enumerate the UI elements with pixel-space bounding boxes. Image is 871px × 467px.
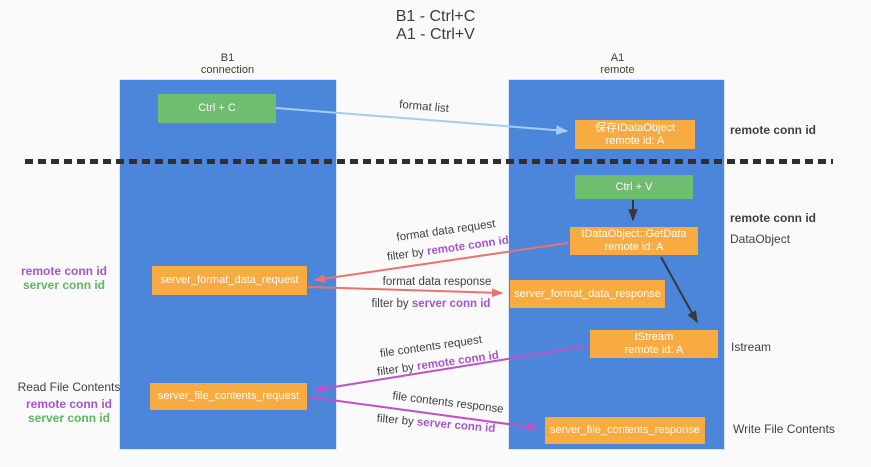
dataobject-label: DataObject [730, 232, 791, 246]
node-ctrl-c: Ctrl + C [158, 94, 276, 123]
lane-a1-subtitle: remote [600, 64, 635, 76]
node-server-file-contents-request-label: server_file_contents_request [157, 390, 300, 402]
label-file-contents-response: file contents response [391, 390, 505, 416]
lane-b1-name: B1 [220, 52, 235, 64]
node-istream: IStream remote id: A [590, 330, 718, 358]
server-conn-id-text-2: server conn id [416, 416, 496, 436]
filter-by-text-2: filter by [371, 298, 409, 310]
left-remote-conn-id-2: remote conn id [25, 397, 112, 411]
lane-header-b1: B1 connection [160, 52, 295, 76]
write-file-contents-label: Write File Contents [733, 422, 835, 436]
left-file-block: Read File Contents remote conn id server… [14, 380, 124, 425]
node-ctrl-v-label: Ctrl + V [615, 180, 653, 193]
left-conn-id-block-1: remote conn id server conn id [10, 264, 118, 292]
right-remote-conn-id-2: remote conn id [730, 211, 817, 225]
filter-by-text-1: filter by [386, 246, 425, 264]
node-server-file-contents-request: server_file_contents_request [150, 383, 307, 410]
lane-a1-name: A1 [610, 52, 625, 64]
lane-b1-subtitle: connection [200, 64, 255, 76]
node-ctrl-c-label: Ctrl + C [198, 102, 236, 114]
right-remote-conn-id-1: remote conn id [730, 123, 817, 137]
node-server-format-data-request: server_format_data_request [152, 266, 307, 295]
left-remote-conn-id-1: remote conn id [20, 264, 107, 278]
node-getdata-line2: remote id: A [604, 241, 664, 253]
node-server-format-data-response-label: server_format_data_response [514, 287, 661, 300]
dashed-divider [25, 159, 833, 164]
title-line-2: A1 - Ctrl+V [396, 26, 475, 43]
label-format-list: format list [398, 98, 450, 116]
node-save-idataobject-line2: remote id: A [605, 134, 665, 147]
filter-by-text-3: filter by [376, 361, 415, 379]
node-save-idataobject-line1: 保存IDataObject [594, 121, 676, 134]
node-getdata-line1: IDataObject::GetData [581, 228, 687, 240]
istream-label: Istream [731, 340, 772, 354]
node-server-file-contents-response: server_file_contents_response [545, 417, 705, 444]
filter-by-text-4: filter by [376, 412, 415, 429]
left-server-conn-id-1: server conn id [22, 278, 106, 292]
node-save-idataobject: 保存IDataObject remote id: A [575, 120, 695, 149]
read-file-contents-label: Read File Contents [17, 380, 121, 394]
node-istream-line2: remote id: A [624, 344, 684, 356]
server-conn-id-text-1: server conn id [411, 298, 491, 310]
node-server-file-contents-response-label: server_file_contents_response [550, 424, 700, 436]
node-server-format-data-response: server_format_data_response [510, 280, 665, 308]
diagram-title: B1 - Ctrl+C A1 - Ctrl+V [0, 8, 871, 44]
title-line-1: B1 - Ctrl+C [395, 8, 476, 25]
node-server-format-data-request-label: server_format_data_request [160, 274, 299, 286]
label-format-data-response: format data response [382, 276, 492, 288]
node-idataobject-getdata: IDataObject::GetData remote id: A [570, 227, 698, 255]
left-server-conn-id-2: server conn id [27, 411, 111, 425]
label-filter-server-1: filter by server conn id [372, 298, 491, 310]
lane-header-a1: A1 remote [550, 52, 685, 76]
node-ctrl-v: Ctrl + V [575, 175, 693, 199]
node-istream-line1: IStream [634, 331, 674, 343]
label-filter-server-2: filter by server conn id [376, 413, 495, 435]
